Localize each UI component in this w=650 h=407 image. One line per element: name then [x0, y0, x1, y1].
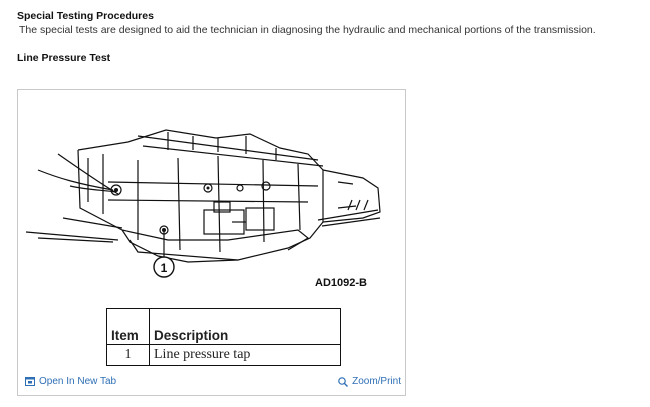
intro-text: The special tests are designed to aid th… — [19, 24, 596, 36]
callout-number: 1 — [161, 261, 168, 275]
legend-table: Item Description 1 Line pressure tap — [106, 308, 341, 366]
legend-item-number: 1 — [106, 344, 150, 366]
section-heading: Special Testing Procedures — [17, 10, 154, 22]
legend-item-description: Line pressure tap — [149, 344, 341, 366]
legend-row: 1 Line pressure tap — [106, 344, 341, 366]
callout-circle — [153, 256, 175, 278]
legend-header-row: Item Description — [106, 308, 341, 345]
open-in-new-tab-link[interactable]: Open In New Tab — [25, 376, 116, 387]
zoom-print-label: Zoom/Print — [352, 376, 401, 387]
subsection-heading: Line Pressure Test — [17, 52, 111, 64]
legend-header-item: Item — [106, 308, 150, 345]
figure-code: AD1092-B — [315, 277, 367, 289]
figure-frame: 1 AD1092-B Item Description 1 Line press… — [17, 89, 406, 396]
magnifier-icon — [338, 376, 349, 387]
open-in-new-tab-label: Open In New Tab — [39, 376, 117, 387]
transmission-illustration: 1 — [25, 129, 381, 278]
zoom-print-link[interactable]: Zoom/Print — [338, 376, 401, 387]
open-in-new-tab-icon — [25, 377, 35, 386]
legend-header-description: Description — [149, 308, 341, 345]
